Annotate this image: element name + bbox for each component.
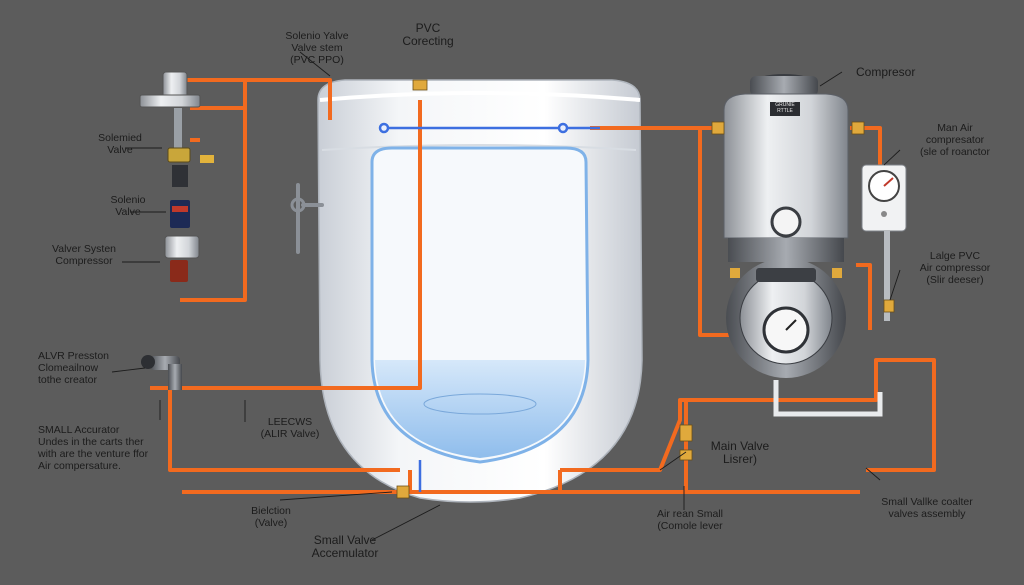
label-pvc: PVC Corecting [398,22,458,48]
label-small-accumulator-line1: SMALL Accurator [38,424,120,436]
label-main-air-compressor: Man Air compresator (sle of roanctor [900,122,1010,158]
label-small-accumulator-line3: with are the venture ffor [38,448,149,460]
label-solenoid-valve-stem-line3: (PVC PPO) [290,54,344,66]
toilet-body [290,79,643,503]
label-main-air-compressor-line3: (sle of roanctor [919,146,991,158]
label-valve-system: Valver Systen Compressor [40,243,128,267]
label-solenoid-valve-1: Solemied Valve [90,132,150,156]
brass-fittings [396,79,895,499]
label-leecws-line2: (ALIR Valve) [260,428,320,440]
left-valve-stack [139,71,214,282]
blue-pipes [378,122,600,492]
label-valve-system-line1: Valver Systen [52,243,116,255]
label-bielction: Bielction (Valve) [236,505,306,529]
label-small-accumulator-line4: Air compersature. [38,460,121,472]
label-compressor: Compresor [856,66,915,79]
label-solenoid-valve-stem-line1: Solenio Yalve [285,30,349,42]
label-pvc-line2: Corecting [402,34,454,48]
label-alvr-preston: ALVR Presston Clomeailnow tothe creator [38,350,109,386]
label-solenoid-valve-2-line2: Valve [115,206,141,218]
leader-lines [111,51,901,541]
label-main-valve-line1: Main Valve [710,439,770,453]
label-main-air-compressor-line2: compresator [925,134,985,146]
label-pvc-line1: PVC [415,21,441,35]
label-main-air-compressor-line1: Man Air [937,122,973,134]
label-air-rean-small-line2: (Comole lever [657,520,723,532]
label-air-rean-small: Air rean Small (Comole lever [640,508,740,532]
compressor-nameplate: GRUNIE RTTLE [770,102,800,114]
label-large-pvc-line2: Air compressor [919,262,991,274]
label-small-valve-assembly-line2: valves assembly [888,508,966,520]
label-air-rean-small-line1: Air rean Small [657,508,723,520]
label-solenoid-valve-1-line1: Solemied [98,132,142,144]
compressor-unit [723,74,849,378]
label-alvr-preston-line2: Clomeailnow [38,362,99,374]
pressure-gauge [861,164,907,321]
label-leecws: LEECWS (ALIR Valve) [250,416,330,440]
orange-pipes [150,78,936,494]
compressor-nameplate-line2: RTTLE [777,108,793,114]
label-small-valve-line2: Accemulator [311,546,379,560]
label-small-valve: Small Valve Accemulator [300,534,390,560]
label-solenoid-valve-stem-line2: Valve stem [291,42,343,54]
label-small-valve-assembly-line1: Small Vallke coalter [881,496,973,508]
label-alvr-preston-line3: tothe creator [38,374,97,386]
label-compressor-line1: Compresor [856,65,916,79]
label-small-valve-assembly: Small Vallke coalter valves assembly [862,496,992,520]
label-solenoid-valve-2: Solenio Valve [98,194,158,218]
alvr-fitting [141,355,182,390]
label-solenoid-valve-stem: Solenio Yalve Valve stem (PVC PPO) [262,30,372,66]
label-small-accumulator-line2: Undes in the carts ther [38,436,144,448]
label-main-valve: Main Valve Lisrer) [700,440,780,466]
label-small-valve-line1: Small Valve [313,533,377,547]
label-bielction-line2: (Valve) [254,517,288,529]
label-main-valve-line2: Lisrer) [722,452,757,466]
label-large-pvc-line1: Lalge PVC [929,250,981,262]
label-large-pvc: Lalge PVC Air compressor (Slir deeser) [900,250,1010,286]
label-small-accumulator: SMALL Accurator Undes in the carts ther … [38,424,148,472]
label-alvr-preston-line1: ALVR Presston [38,350,110,362]
label-bielction-line1: Bielction [251,505,291,517]
label-solenoid-valve-1-line2: Valve [107,144,133,156]
label-leecws-line1: LEECWS [267,416,313,428]
label-large-pvc-line3: (Slir deeser) [926,274,984,286]
label-solenoid-valve-2-line1: Solenio [110,194,146,206]
compressor-nameplate-line1: GRUNIE [775,102,795,108]
label-valve-system-line2: Compressor [55,255,113,267]
return-pipe [773,380,883,417]
